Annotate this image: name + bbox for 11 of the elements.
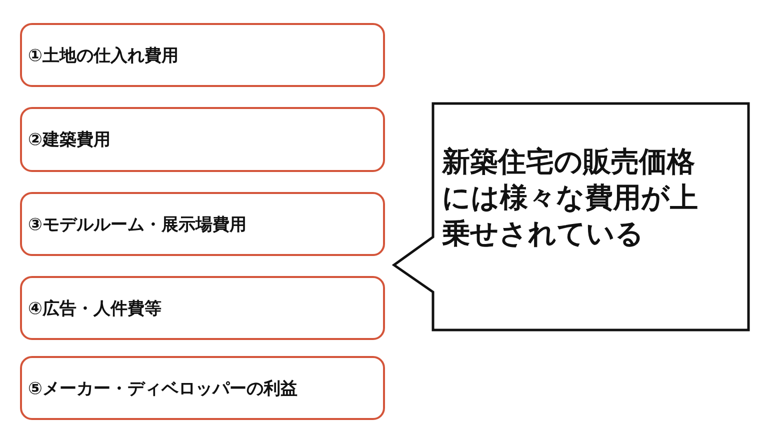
rounded-box (20, 107, 385, 172)
box-label: ④広告・人件費等 (27, 298, 162, 320)
rounded-box (20, 356, 385, 420)
box-label: ①土地の仕入れ費用 (27, 44, 178, 66)
box-label: ②建築費用 (27, 129, 110, 151)
box-label: ③モデルルーム・展示場費用 (27, 214, 246, 236)
rounded-box (20, 23, 385, 87)
callout-text: 新築住宅の販売価格には様々な費用が上乗せされている (442, 144, 699, 252)
box-label: ⑤メーカー・ディベロッパーの利益 (27, 378, 298, 400)
rounded-box (20, 276, 385, 340)
rounded-box (20, 192, 385, 256)
